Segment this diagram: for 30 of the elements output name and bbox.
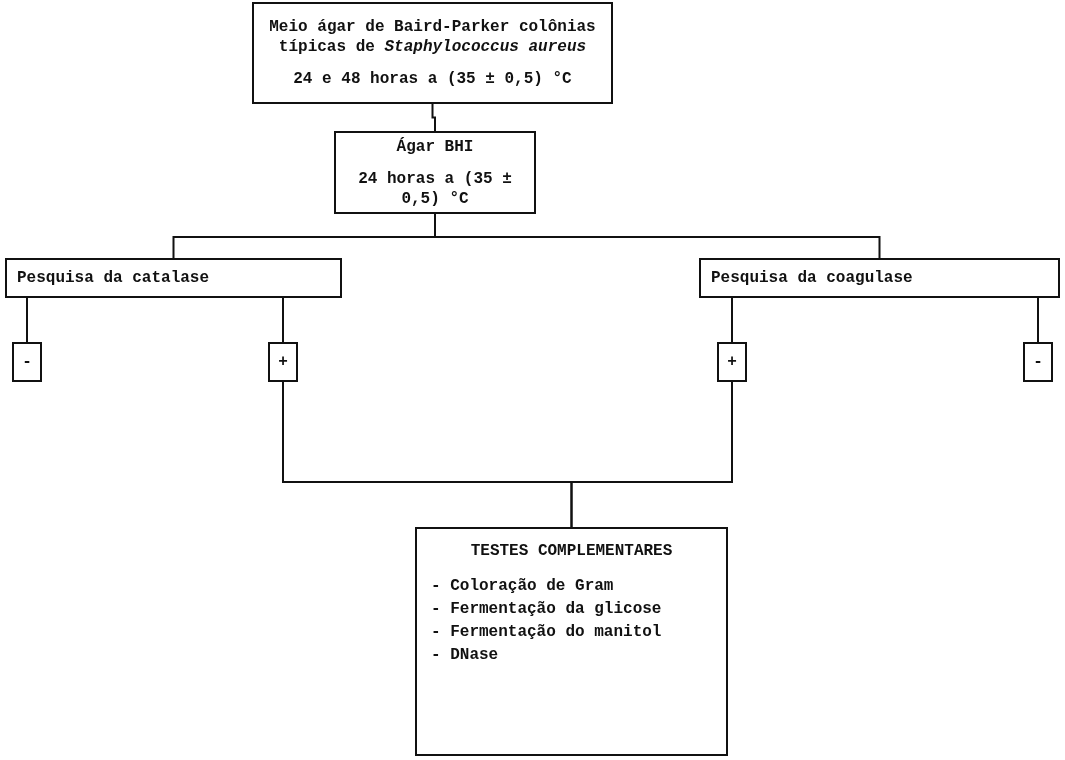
box-title: Ágar BHI — [396, 136, 474, 157]
box-title: Pesquisa da coagulase — [711, 268, 913, 288]
box-title: + — [727, 352, 737, 372]
connector-line — [731, 297, 733, 343]
process-box — [5, 258, 342, 298]
list-item: - Fermentação da glicose — [431, 599, 663, 619]
box-title: + — [278, 352, 288, 372]
result-box — [12, 342, 42, 382]
box-title: - — [1033, 352, 1043, 372]
list-item: - Coloração de Gram — [431, 576, 615, 596]
process-box — [252, 2, 613, 104]
connector-line — [1037, 297, 1039, 343]
box-title: - — [22, 352, 32, 372]
result-box — [717, 342, 747, 382]
box-text: 24 horas a (35 ± 0,5) °C — [357, 168, 513, 209]
list-item: - DNase — [431, 645, 500, 665]
box-title: Pesquisa da catalase — [17, 268, 210, 288]
box-text: 24 e 48 horas a (35 ± 0,5) °C — [293, 69, 572, 89]
connector-line — [282, 297, 284, 343]
box-title: Meio ágar de Baird-Parker colônias típicas de Staphylococcus aureus — [268, 17, 597, 57]
result-box — [268, 342, 298, 382]
box-title: TESTES COMPLEMENTARES — [469, 541, 674, 561]
connector-line — [431, 103, 436, 132]
list-item: - Fermentação do manitol — [431, 622, 663, 642]
connector-line — [26, 297, 28, 343]
process-box — [699, 258, 1060, 298]
process-box — [415, 527, 728, 756]
process-box — [334, 131, 536, 214]
result-box — [1023, 342, 1053, 382]
connector-line — [570, 381, 733, 528]
